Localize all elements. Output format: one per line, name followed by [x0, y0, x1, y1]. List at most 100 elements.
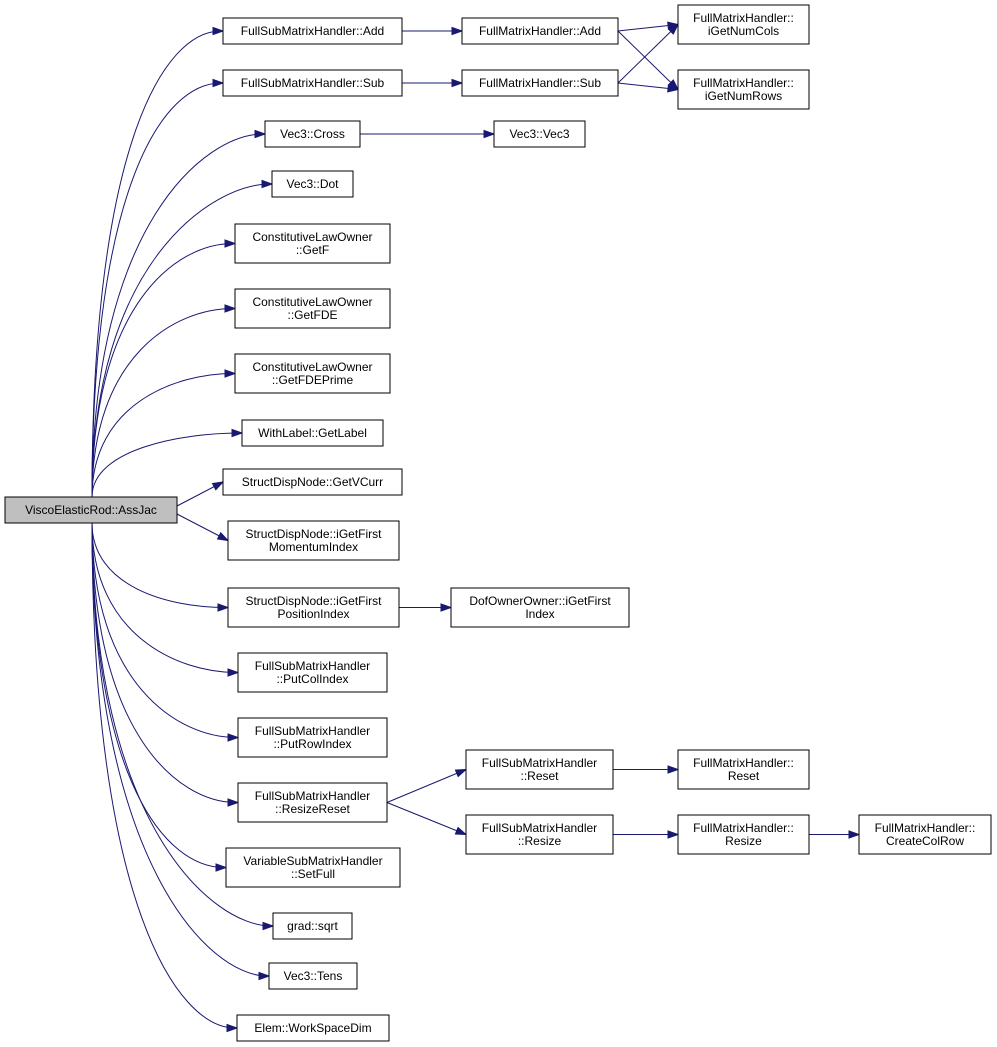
- node-fsmh-putrowindex[interactable]: FullSubMatrixHandler::PutRowIndex: [237, 717, 388, 758]
- node-clo-getfde[interactable]: ConstitutiveLawOwner::GetFDE: [234, 288, 391, 329]
- node-vec3-tens[interactable]: Vec3::Tens: [268, 962, 358, 990]
- node-box: [264, 120, 361, 148]
- node-box: [461, 17, 619, 45]
- node-elem-workspacedim[interactable]: Elem::WorkSpaceDim: [236, 1014, 390, 1042]
- node-box: [858, 814, 992, 855]
- node-box: [222, 468, 403, 496]
- node-label: FullSubMatrixHandler::Sub: [241, 76, 385, 90]
- edge-assjac-to-fsmh-sub: [91, 78, 225, 498]
- edge-assjac-to-vsmh-setfull: [91, 522, 228, 872]
- node-vsmh-setfull[interactable]: VariableSubMatrixHandler::SetFull: [225, 847, 401, 888]
- node-label: ::Resize: [518, 834, 562, 848]
- edge-assjac-to-fsmh-resizereset: [91, 522, 240, 807]
- node-box: [450, 587, 630, 628]
- node-label: FullSubMatrixHandler: [482, 756, 597, 770]
- node-fsmh-resize[interactable]: FullSubMatrixHandler::Resize: [465, 814, 614, 855]
- node-label: StructDispNode::iGetFirst: [245, 594, 382, 608]
- node-box: [236, 1014, 390, 1042]
- edge-line: [91, 308, 234, 498]
- node-fmh-add[interactable]: FullMatrixHandler::Add: [461, 17, 619, 45]
- node-label: ConstitutiveLawOwner: [252, 295, 372, 309]
- edge-fsmh-resizereset-to-fsmh-reset: [386, 768, 468, 803]
- node-assjac[interactable]: ViscoElasticRod::AssJac: [4, 496, 178, 524]
- node-box: [225, 847, 401, 888]
- node-box: [465, 749, 614, 790]
- node-box: [268, 962, 358, 990]
- edge-assjac-to-fsmh-putrowindex: [91, 522, 240, 742]
- node-clo-getfdeprime[interactable]: ConstitutiveLawOwner::GetFDEPrime: [234, 353, 391, 394]
- node-fmh-sub[interactable]: FullMatrixHandler::Sub: [461, 69, 619, 97]
- node-label: FullMatrixHandler::Add: [479, 24, 601, 38]
- edge-assjac-to-fsmh-putcolindex: [91, 522, 240, 677]
- node-vec3-dot[interactable]: Vec3::Dot: [271, 170, 354, 198]
- node-box: [234, 223, 391, 264]
- arrowhead-icon: [231, 428, 244, 438]
- node-label: grad::sqrt: [287, 919, 338, 933]
- node-fmh-reset[interactable]: FullMatrixHandler::Reset: [677, 749, 810, 790]
- node-label: ::GetF: [296, 243, 329, 257]
- nodes-layer: ViscoElasticRod::AssJacFullSubMatrixHand…: [4, 4, 992, 1042]
- node-label: ::GetFDE: [287, 308, 337, 322]
- node-label: Resize: [725, 834, 762, 848]
- arrowhead-icon: [848, 830, 861, 839]
- node-label: FullMatrixHandler::: [693, 76, 794, 90]
- node-label: Vec3::Tens: [284, 969, 343, 983]
- node-fsmh-sub[interactable]: FullSubMatrixHandler::Sub: [222, 69, 403, 97]
- edge-assjac-to-clo-getfde: [91, 304, 237, 498]
- edges-layer: [91, 21, 861, 1033]
- node-box: [222, 17, 403, 45]
- node-sdn-getvcurr[interactable]: StructDispNode::GetVCurr: [222, 468, 403, 496]
- node-box: [493, 120, 586, 148]
- node-label: ::PutRowIndex: [273, 737, 351, 751]
- arrowhead-icon: [224, 369, 237, 378]
- arrowhead-icon: [667, 765, 680, 774]
- edge-assjac-to-withlabel-getlabel: [91, 428, 244, 498]
- node-fsmh-putcolindex[interactable]: FullSubMatrixHandler::PutColIndex: [237, 652, 388, 693]
- edge-line: [91, 522, 236, 1029]
- node-grad-sqrt[interactable]: grad::sqrt: [272, 912, 353, 940]
- node-label: Index: [525, 607, 554, 621]
- node-fsmh-resizereset[interactable]: FullSubMatrixHandler::ResizeReset: [237, 782, 388, 823]
- node-label: DofOwnerOwner::iGetFirst: [469, 594, 611, 608]
- edge-line: [91, 522, 225, 868]
- node-label: ConstitutiveLawOwner: [252, 360, 372, 374]
- arrowhead-icon: [667, 23, 680, 35]
- node-label: WithLabel::GetLabel: [258, 426, 367, 440]
- node-fsmh-reset[interactable]: FullSubMatrixHandler::Reset: [465, 749, 614, 790]
- edge-line: [91, 522, 237, 803]
- node-box: [677, 814, 810, 855]
- node-label: ViscoElasticRod::AssJac: [25, 503, 157, 517]
- arrowhead-icon: [667, 830, 680, 839]
- node-label: FullSubMatrixHandler::Add: [241, 24, 384, 38]
- node-clo-getf[interactable]: ConstitutiveLawOwner::GetF: [234, 223, 391, 264]
- arrowhead-icon: [211, 481, 225, 491]
- node-fmh-createcolrow[interactable]: FullMatrixHandler::CreateColRow: [858, 814, 992, 855]
- edge-line: [91, 522, 237, 673]
- edge-assjac-to-vec3-tens: [91, 522, 271, 981]
- edge-line: [386, 802, 467, 835]
- node-label: FullSubMatrixHandler: [255, 659, 370, 673]
- arrowhead-icon: [224, 239, 237, 248]
- node-fmh-igetnumrows[interactable]: FullMatrixHandler::iGetNumRows: [677, 69, 810, 110]
- arrowhead-icon: [483, 129, 496, 139]
- node-fmh-resize[interactable]: FullMatrixHandler::Resize: [677, 814, 810, 855]
- edge-line: [617, 24, 679, 84]
- arrowhead-icon: [261, 179, 274, 189]
- node-vec3-cross[interactable]: Vec3::Cross: [264, 120, 361, 148]
- node-box: [234, 288, 391, 329]
- edge-line: [91, 432, 241, 498]
- node-label: PositionIndex: [277, 607, 349, 621]
- node-box: [4, 496, 178, 524]
- node-box: [271, 170, 354, 198]
- node-fmh-igetnumcols[interactable]: FullMatrixHandler::iGetNumCols: [677, 4, 810, 45]
- node-label: ::ResizeReset: [275, 802, 350, 816]
- node-vec3-vec3[interactable]: Vec3::Vec3: [493, 120, 586, 148]
- node-fsmh-add[interactable]: FullSubMatrixHandler::Add: [222, 17, 403, 45]
- edge-fsmh-add-to-fmh-add: [402, 26, 464, 36]
- edge-line: [91, 522, 237, 738]
- node-withlabel-getlabel[interactable]: WithLabel::GetLabel: [241, 419, 384, 447]
- node-label: ::PutColIndex: [276, 672, 348, 686]
